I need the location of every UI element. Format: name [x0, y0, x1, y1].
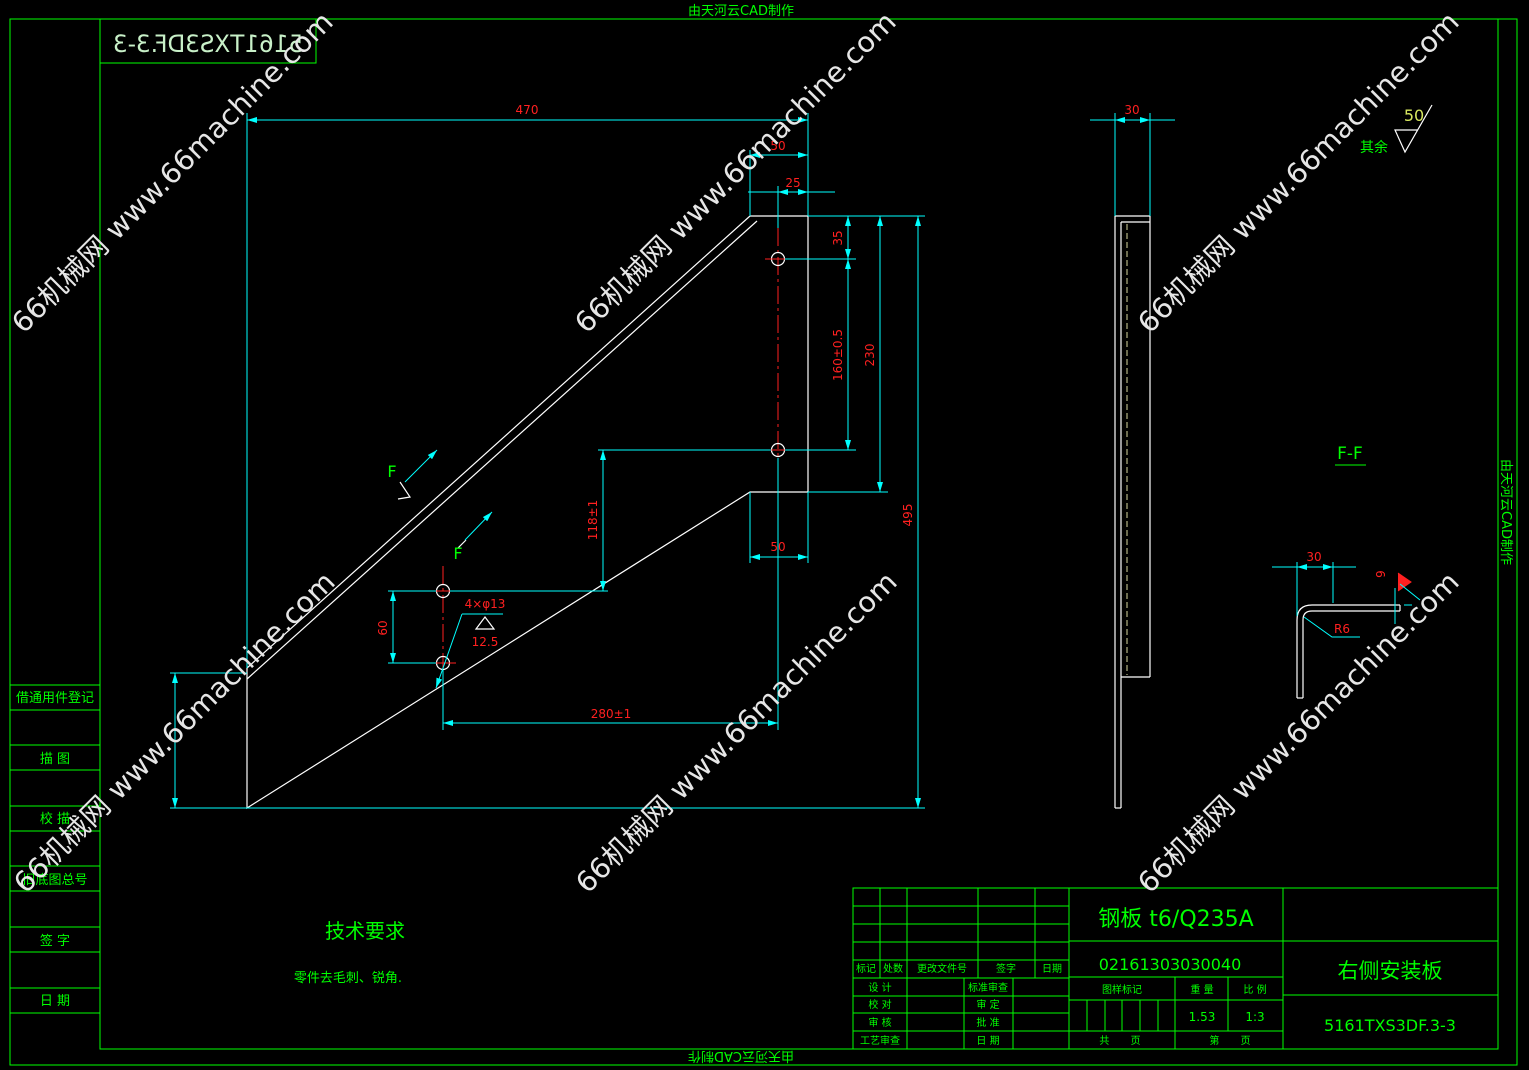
roughness-symbol	[474, 616, 496, 630]
info-header: 图样标记	[1102, 983, 1142, 996]
bottom-note: 由天河云CAD制作	[688, 1048, 794, 1063]
title-block: 标记 处数 更改文件号 签字 日期 设 计 标准审查 校 对 审 定 审 核 批…	[852, 887, 1499, 1050]
dimension-text-9: 9	[1374, 570, 1388, 578]
section-inner-profile	[1302, 610, 1400, 698]
section-cut-line	[397, 481, 412, 500]
tech-req-title: 技术要求	[325, 919, 405, 943]
dimension-text-495: 495	[901, 504, 915, 527]
drawing-frame: 由天河云CAD制作 由天河云CAD制作 由天河云CAD制作 5161TXS3DF…	[9, 4, 1518, 1066]
sheet-number: 第 页	[1209, 1034, 1250, 1047]
section-mark-2: F	[453, 511, 493, 563]
part-name: 右侧安装板	[1338, 959, 1443, 983]
dimension-text-section-30: 30	[1306, 550, 1321, 564]
rev-header: 更改文件号	[917, 962, 967, 975]
hole-callout: 4×φ13 12.5	[435, 597, 506, 689]
material: 钢板 t6/Q235A	[1098, 907, 1253, 932]
rev-header: 日期	[1042, 963, 1062, 975]
left-table-row-label: 旧底图总号	[22, 872, 87, 888]
dimension-text-230: 230	[863, 344, 877, 367]
left-record-table: 借通用件登记 描 图 校 描 旧底图总号 签 字 日 期	[10, 684, 100, 1014]
weight-value: 1.53	[1189, 1010, 1216, 1024]
top-note: 由天河云CAD制作	[688, 4, 794, 19]
left-table-row-label: 校 描	[40, 811, 70, 827]
flange-inner-line	[246, 220, 758, 680]
tech-req-note: 零件去毛刺、锐角.	[294, 971, 402, 986]
sign-label: 工艺审查	[860, 1034, 900, 1047]
section-letter: F	[387, 462, 396, 481]
dimension-text-25: 25	[785, 176, 800, 190]
dimension-text-470: 470	[516, 103, 539, 117]
sign-label: 设 计	[868, 981, 891, 994]
dimension-text-60: 60	[376, 620, 390, 635]
info-header: 重 量	[1190, 983, 1213, 996]
radius-leader	[1303, 616, 1360, 638]
inner-border	[99, 18, 1499, 1050]
side-note: 由天河云CAD制作	[1498, 459, 1513, 565]
hole-roughness: 12.5	[472, 635, 499, 649]
dimension-text-160: 160±0.5	[831, 329, 845, 381]
section-cut-line	[457, 539, 467, 549]
section-arrow	[404, 449, 438, 483]
radius-text: R6	[1334, 622, 1350, 636]
dimension-text-35: 35	[831, 230, 845, 245]
section-ff-title: F-F	[1337, 444, 1363, 464]
section-outer-profile	[1296, 604, 1400, 698]
dimension-text-side-30: 30	[1124, 103, 1139, 117]
section-arrow	[464, 511, 493, 541]
dimension-text-50-bottom: 50	[770, 540, 785, 554]
front-view: 470 50 25 35 160±0.5 230 495 50 118±1 60…	[170, 103, 925, 810]
section-ff-view: F-F 30 9 R6	[1272, 444, 1421, 699]
weld-symbol	[1397, 572, 1412, 592]
side-view: 30	[1090, 103, 1175, 809]
sign-label: 审 核	[868, 1016, 891, 1029]
section-mark-1: F	[387, 449, 438, 500]
technical-requirements: 技术要求 零件去毛刺、锐角.	[294, 919, 405, 986]
sign-label: 审 定	[976, 998, 999, 1011]
left-table-row-label: 借通用件登记	[16, 691, 94, 706]
sign-label: 日 期	[976, 1035, 999, 1047]
rev-header: 处数	[883, 962, 903, 975]
left-table-row-label: 日 期	[40, 994, 70, 1009]
hole-note: 4×φ13	[465, 597, 506, 611]
drawing-number: 5161TXS3DF.3-3	[1324, 1016, 1456, 1035]
corner-code: 5161TXS3DF.3-3	[113, 30, 303, 58]
corner-code-mirror: 5161TXS3DF.3-3	[113, 30, 303, 58]
section-letter: F	[453, 544, 462, 563]
roughness-note: 其余	[1360, 139, 1388, 156]
weld-leader	[1399, 583, 1421, 601]
part-code: 02161303030040	[1099, 955, 1242, 974]
roughness-value: 50	[1404, 106, 1424, 125]
hole-leader-line	[435, 613, 463, 689]
corner-code-box	[99, 18, 317, 64]
left-table-row-label: 描 图	[40, 752, 70, 767]
sign-label: 校 对	[868, 998, 891, 1011]
extension-lines	[170, 113, 925, 809]
dimension-text-280: 280±1	[591, 707, 632, 721]
left-table-row-label: 签 字	[40, 933, 70, 949]
sign-label: 批 准	[976, 1016, 999, 1029]
dimension-lines	[172, 117, 921, 808]
rev-header: 标记	[856, 963, 876, 975]
info-header: 比 例	[1243, 983, 1266, 996]
sign-label: 标准审查	[968, 981, 1008, 994]
rev-header: 签字	[996, 962, 1016, 975]
sheets-total: 共 页	[1099, 1035, 1140, 1047]
dimension-text-50-top: 50	[770, 139, 785, 153]
roughness-check-mark	[1394, 104, 1433, 154]
surface-finish-symbol: 50 其余	[1360, 104, 1433, 156]
scale-value: 1:3	[1245, 1010, 1264, 1024]
dimension-text-118: 118±1	[586, 500, 600, 541]
